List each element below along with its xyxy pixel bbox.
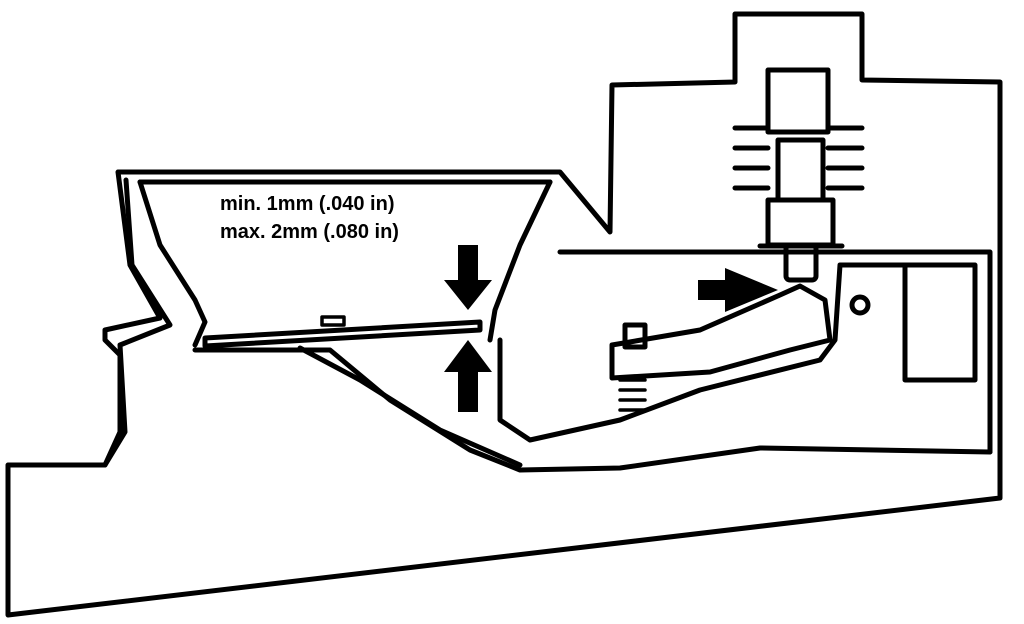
- right-chamber-wall: [557, 249, 993, 455]
- valve-seat: [775, 137, 826, 203]
- float-bowl-contour: [102, 177, 173, 468]
- adjust-screw-head: [622, 322, 648, 350]
- float-lever: [609, 283, 833, 381]
- valve-housing: [765, 67, 831, 135]
- right-chamber-inner: [497, 262, 978, 443]
- gap-max-label: max. 2mm (.080 in): [220, 221, 399, 243]
- inlet-funnel-left: [137, 179, 208, 348]
- needle-pointer-arrow: [698, 268, 778, 312]
- gap-arrow-up: [444, 340, 492, 412]
- gap-min-label: min. 1mm (.040 in): [220, 193, 395, 215]
- float-pin-tab: [320, 315, 346, 327]
- valve-body: [765, 197, 836, 248]
- float-plate: [202, 319, 483, 349]
- gap-arrow-down: [444, 245, 492, 310]
- housing-outline: [5, 11, 1003, 618]
- adjust-screw-thread: [618, 378, 647, 412]
- inlet-funnel-right: [487, 179, 553, 343]
- chamber-floor: [192, 347, 993, 473]
- lever-pivot-hole: [849, 294, 871, 316]
- chamber-floor-inner: [297, 345, 523, 468]
